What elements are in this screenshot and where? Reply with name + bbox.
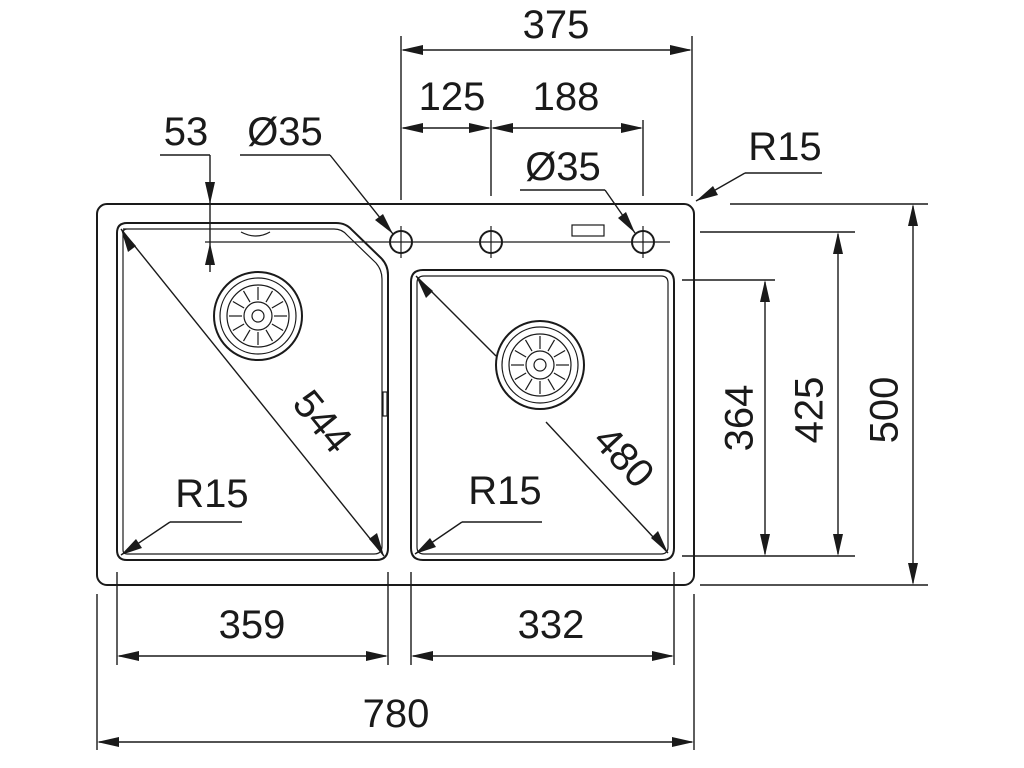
dim-364: 364 [682,279,775,557]
right-bowl-inner-line [416,275,669,555]
dim-375: 375 [400,3,693,200]
label-125: 125 [419,75,486,119]
left-drain-slots [229,287,287,345]
dim-359: 359 [116,572,389,665]
sink-outline [96,203,695,586]
right-drain-slots [511,336,569,394]
label-r15-left: R15 [175,472,248,516]
label-359: 359 [219,603,286,647]
label-780: 780 [363,692,430,736]
dim-188: 188 [491,75,644,196]
overflow-slot [240,231,271,237]
right-bowl [410,269,675,561]
tap-holes [205,226,670,258]
label-d35-right: Ø35 [525,145,601,189]
label-480: 480 [585,418,663,497]
label-53: 53 [164,110,209,154]
dim-500: 500 [700,203,928,586]
dim-780: 780 [96,594,695,750]
label-375: 375 [523,3,590,47]
label-425: 425 [788,377,832,444]
dim-425: 425 [700,231,855,557]
label-332: 332 [518,603,585,647]
dim-332: 332 [410,572,675,665]
label-r15-right: R15 [468,469,541,513]
leader-d35-right: Ø35 [520,145,636,234]
label-188: 188 [533,75,600,119]
label-364: 364 [718,385,762,452]
label-500: 500 [863,377,907,444]
label-r15-top: R15 [748,125,821,169]
leader-r15-right: R15 [414,469,542,555]
leader-r15-top: R15 [695,125,822,202]
dim-125: 125 [401,75,492,196]
right-drain [495,320,585,410]
leader-r15-left: R15 [120,472,249,556]
left-drain [213,271,303,361]
dim-480: 480 [415,275,669,554]
side-marker [382,391,388,417]
left-bowl [116,222,389,561]
overflow-rect [571,224,605,237]
label-d35-left: Ø35 [247,110,323,154]
outer-rim [96,203,695,586]
leader-d35-left: Ø35 [240,110,394,235]
dim-53: 53 [160,110,215,272]
label-544: 544 [284,382,360,462]
